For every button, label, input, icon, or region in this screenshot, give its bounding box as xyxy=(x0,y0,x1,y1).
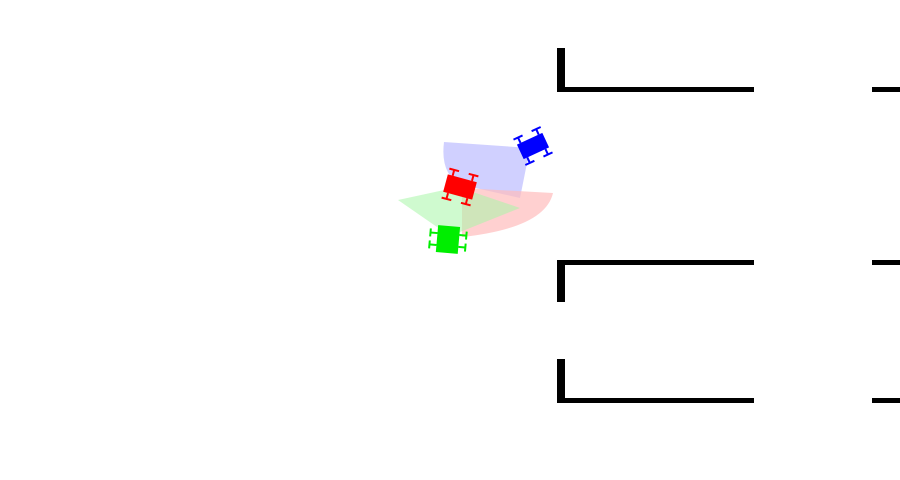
wall-lower-left xyxy=(557,359,754,403)
wall-upper-right xyxy=(872,87,900,92)
blue-robot xyxy=(513,126,553,166)
wall-lower-right xyxy=(872,398,900,403)
green-robot xyxy=(428,225,468,254)
wall-upper-left xyxy=(557,48,754,92)
wall-middle-left xyxy=(557,260,754,302)
wall-middle-right xyxy=(872,260,900,265)
fields-of-view xyxy=(398,142,553,237)
green-robot-fov xyxy=(398,187,520,236)
red-robot xyxy=(441,167,479,207)
walls xyxy=(557,48,900,403)
